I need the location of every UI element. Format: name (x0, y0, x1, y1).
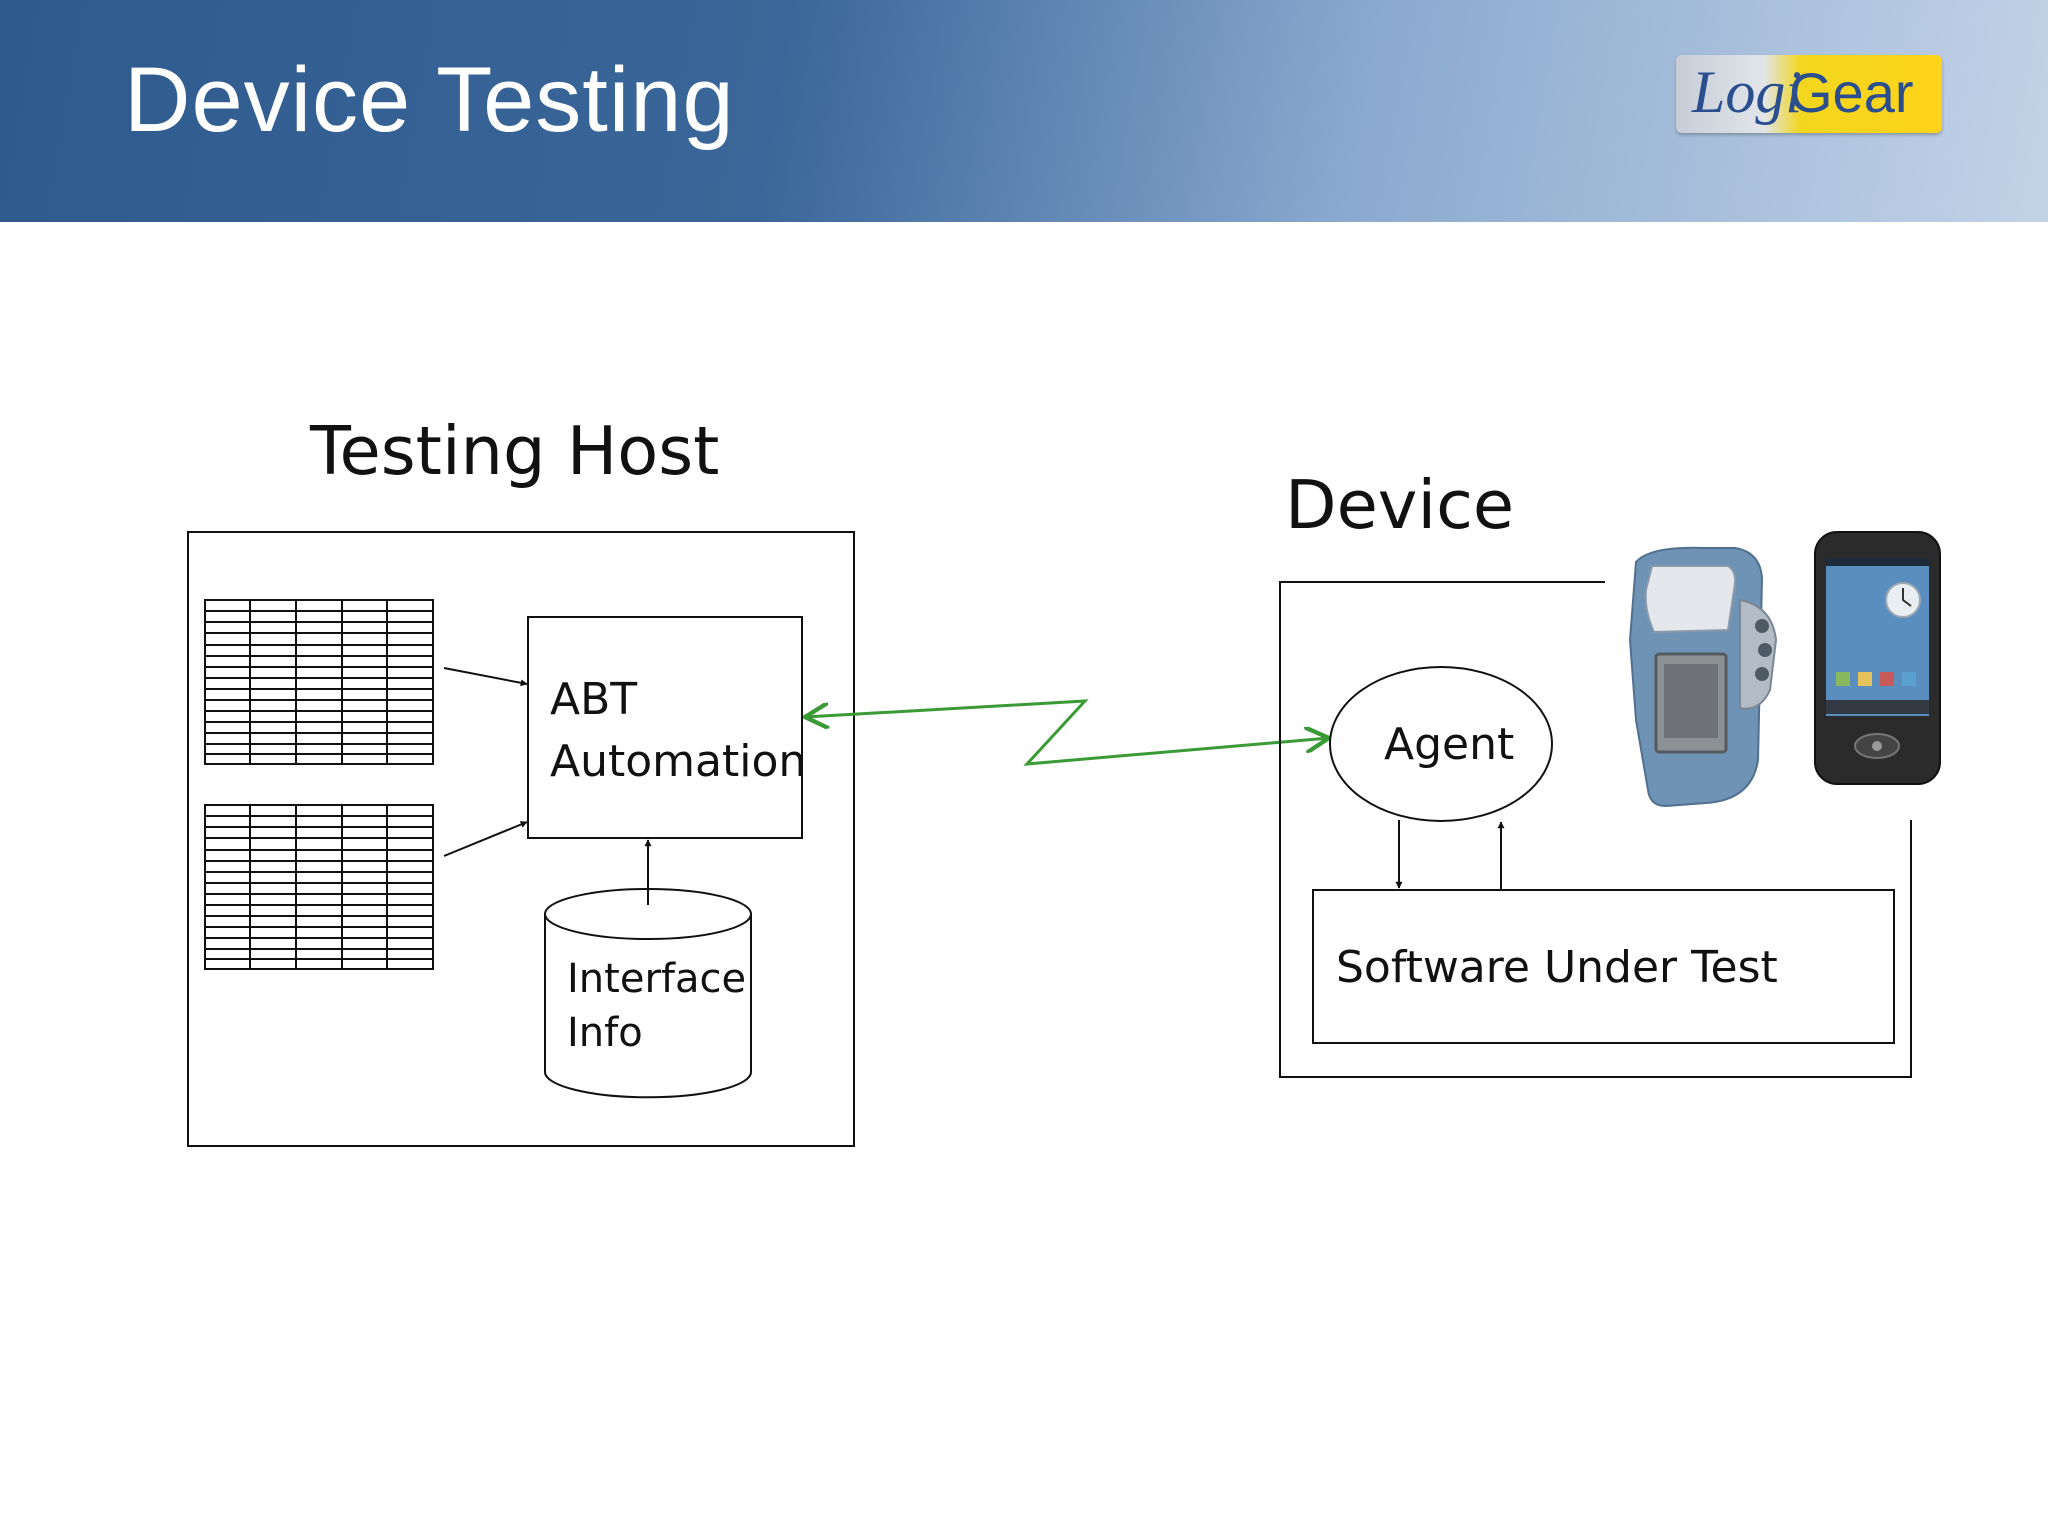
table2-to-abt-arrow (443, 821, 528, 857)
test-table-2 (204, 804, 434, 970)
logo-text-logi: Logi (1692, 59, 1803, 125)
smartphone-image (1814, 531, 1941, 785)
testing-host-box (187, 531, 855, 1147)
test-table-1 (204, 599, 434, 765)
agent-ellipse (1329, 666, 1553, 822)
interface-info-label-line1: Interface (567, 956, 747, 1002)
slide-title: Device Testing (124, 49, 735, 151)
software-under-test-label: Software Under Test (1336, 942, 1778, 993)
interface-info-cylinder (544, 888, 752, 1099)
device-box (1279, 581, 1912, 1078)
testing-host-label: Testing Host (310, 412, 720, 490)
software-under-test-box (1312, 889, 1895, 1044)
logigear-logo: Logi Gear (1676, 55, 1942, 133)
interface-info-label-line2: Info (567, 1010, 643, 1056)
device-label: Device (1285, 466, 1515, 544)
abt-automation-label-line1: ABT (550, 674, 638, 725)
agent-label: Agent (1384, 719, 1515, 770)
abt-automation-label-line2: Automation (550, 736, 807, 787)
table1-to-abt-arrow (443, 667, 528, 687)
abt-automation-box (527, 616, 803, 839)
wireless-link (805, 699, 1329, 766)
title-bar: Device Testing Logi Gear (0, 0, 2048, 222)
logo-text-gear: Gear (1789, 61, 1914, 124)
